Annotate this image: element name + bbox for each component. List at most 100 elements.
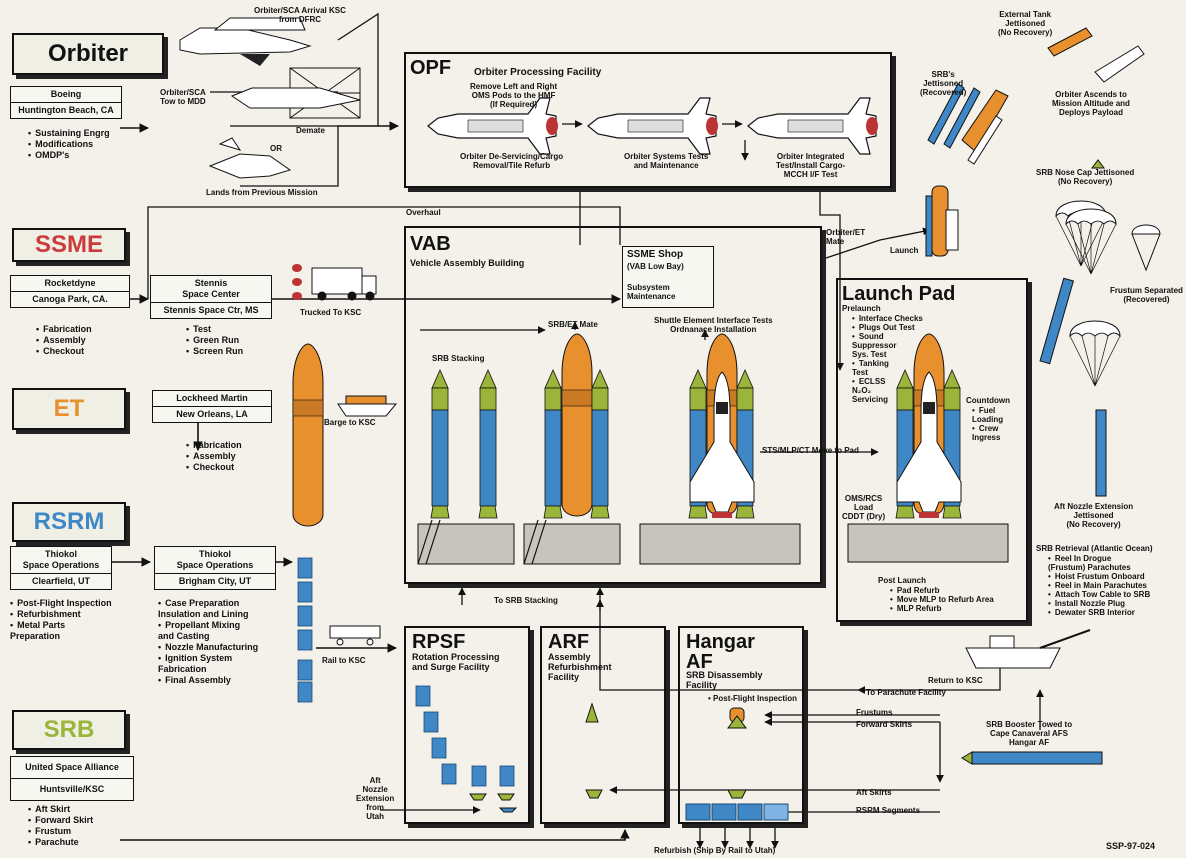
et-jettison-icon [1047, 27, 1093, 57]
post-launch-label: Post Launch [878, 576, 927, 585]
stennis-name: Stennis Space Center [182, 278, 240, 299]
srb-items: Aft Skirt Forward Skirt Frustum Parachut… [28, 804, 93, 848]
et-item: Checkout [186, 462, 242, 473]
vab-facility [404, 226, 822, 584]
lands-label: Lands from Previous Mission [206, 188, 318, 197]
thiokol-clearfield-box: Thiokol Space Operations Clearfield, UT [10, 546, 112, 590]
thiokol-brigham-box: Thiokol Space Operations Brigham City, U… [154, 546, 276, 590]
opf-title: OPF [410, 57, 452, 79]
opf-remove-note: Remove Left and Right OMS Pods to the HM… [470, 82, 558, 109]
hangar-item: • Post-Flight Inspection [708, 694, 798, 703]
frustum-sep-label: Frustum Separated (Recovered) [1110, 286, 1183, 304]
towed-booster-icon [961, 751, 1103, 765]
srb-item: Frustum [28, 826, 93, 837]
hangar-facility [678, 626, 804, 824]
to-parachute-label: To Parachute Facility [866, 688, 946, 697]
opf-subtitle: Orbiter Processing Facility [474, 67, 602, 78]
boeing-box: Boeing Huntington Beach, CA [10, 86, 122, 119]
barge-icon [337, 395, 398, 417]
prelaunch-item: ECLSS N₂O₂ Servicing [852, 377, 923, 404]
rail-label: Rail to KSC [322, 656, 366, 665]
stennis-item: Test [186, 324, 243, 335]
srb-jettison-icon [927, 83, 1009, 165]
retrieval-items: Reel In Drogue (Frustum) Parachutes Hois… [1048, 554, 1150, 617]
sca-tow-label: Orbiter/SCA Tow to MDD [160, 88, 206, 106]
retrieval-item: Dewater SRB Interior [1048, 608, 1150, 617]
arf-aft-skirt-icon [585, 789, 603, 799]
stennis-box: Stennis Space Center Stennis Space Ctr, … [150, 275, 272, 319]
lockheed-location: New Orleans, LA [153, 406, 271, 422]
srb-stacking-label: SRB Stacking [432, 354, 485, 363]
return-ksc-label: Return to KSC [928, 676, 983, 685]
falling-srb-1-icon [1039, 277, 1075, 365]
rocketdyne-box: Rocketdyne Canoga Park, CA. [10, 275, 130, 308]
rsrm-segments-label: RSRM Segments [856, 806, 921, 815]
srbs-jettison-label: SRB's Jettisoned (Recovered) [920, 70, 967, 97]
ssme-item: Checkout [36, 346, 92, 357]
oms-load-label: OMS/RCS Load CDDT (Dry) [842, 494, 886, 521]
vab-subtitle: Vehicle Assembly Building [410, 258, 525, 268]
ascending-orbiter-icon [1094, 45, 1145, 83]
et-jettison-label: External Tank Jettisoned (No Recovery) [998, 10, 1053, 37]
vab-title: VAB [410, 233, 451, 255]
ssme-item: Fabrication [36, 324, 92, 335]
thiokol-brigham-company: Thiokol Space Operations [176, 549, 254, 570]
countdown-items: Fuel Loading Crew Ingress [972, 406, 1003, 442]
rpsf-facility [404, 626, 530, 824]
ssme-shop-box: SSME Shop (VAB Low Bay) Subsystem Mainte… [622, 246, 714, 308]
ssme-item: Assembly [36, 335, 92, 346]
to-srb-stacking-label: To SRB Stacking [494, 596, 558, 605]
rsrm-item: Post-Flight Inspection [10, 598, 112, 609]
document-number: SSP-97-024 [1106, 841, 1156, 851]
post-launch-item: Move MLP to Refurb Area [890, 595, 994, 604]
rsrm-item: Refurbishment [10, 609, 112, 620]
rsrm-items: Post-Flight Inspection Refurbishment Met… [10, 598, 112, 642]
aft-skirts-label: Aft Skirts [856, 788, 892, 797]
srb-item: Forward Skirt [28, 815, 93, 826]
rpsf-aft-skirts-icon [469, 793, 515, 801]
arf-title: ARF [548, 631, 590, 653]
retrieval-ship-icon [965, 629, 1091, 669]
refurbish-label: Refurbish (Ship By Rail to Utah) [654, 846, 776, 855]
towed-label: SRB Booster Towed to Cape Canaveral AFS … [986, 720, 1073, 747]
or-label: OR [270, 144, 282, 153]
launch-pad-facility [836, 278, 1028, 622]
orbiter-header: Orbiter [12, 33, 164, 75]
vab-platforms [417, 523, 801, 565]
usa-location: Huntsville/KSC [11, 778, 133, 800]
usa-company: United Space Alliance [25, 762, 119, 772]
arf-facility [540, 626, 666, 824]
retrieval-item: Install Nozzle Plug [1048, 599, 1150, 608]
launch-stack-icon [925, 185, 959, 257]
brigham-item: Ignition System Fabrication [158, 653, 258, 675]
arf-subtitle: Assembly Refurbishment Facility [548, 652, 612, 682]
opf-facility [404, 52, 892, 188]
countdown-item: Crew Ingress [972, 424, 1003, 442]
orbiter-items: Sustaining Engrg Modifications OMDP's [28, 128, 110, 161]
brigham-item: Nozzle Manufacturing [158, 642, 258, 653]
post-launch-items: Pad Refurb Move MLP to Refurb Area MLP R… [890, 586, 994, 613]
launch-label: Launch [890, 246, 919, 255]
et-tank-icon [292, 343, 324, 527]
hangar-forward-skirt-icon [727, 715, 747, 729]
retrieval-label: SRB Retrieval (Atlantic Ocean) [1036, 544, 1153, 553]
thiokol-clearfield-company: Thiokol Space Operations [22, 549, 100, 570]
hangar-aft-skirt-icon [727, 789, 747, 799]
et-item: Assembly [186, 451, 242, 462]
stennis-item: Green Run [186, 335, 243, 346]
thiokol-brigham-location: Brigham City, UT [155, 573, 275, 589]
landing-orbiter-icon [208, 137, 292, 179]
nose-cap-label: SRB Nose Cap Jettisoned (No Recovery) [1036, 168, 1135, 186]
demate-label: Demate [296, 126, 325, 135]
launch-pad-title: Launch Pad [842, 283, 956, 305]
et-header: ET [12, 388, 126, 430]
stennis-items: Test Green Run Screen Run [186, 324, 243, 357]
opf-deservicing-note: Orbiter De-Servicing/Cargo Removal/Tile … [460, 152, 564, 170]
retrieval-item: Reel in Main Parachutes [1048, 581, 1150, 590]
srb-item: Parachute [28, 837, 93, 848]
retrieval-item: Reel In Drogue (Frustum) Parachutes [1048, 554, 1150, 572]
et-items: Fabrication Assembly Checkout [186, 440, 242, 473]
subsystem-maintenance: Subsystem Maintenance [627, 283, 676, 301]
pad-platform [847, 523, 1009, 563]
orbiter-item: Modifications [28, 139, 110, 150]
